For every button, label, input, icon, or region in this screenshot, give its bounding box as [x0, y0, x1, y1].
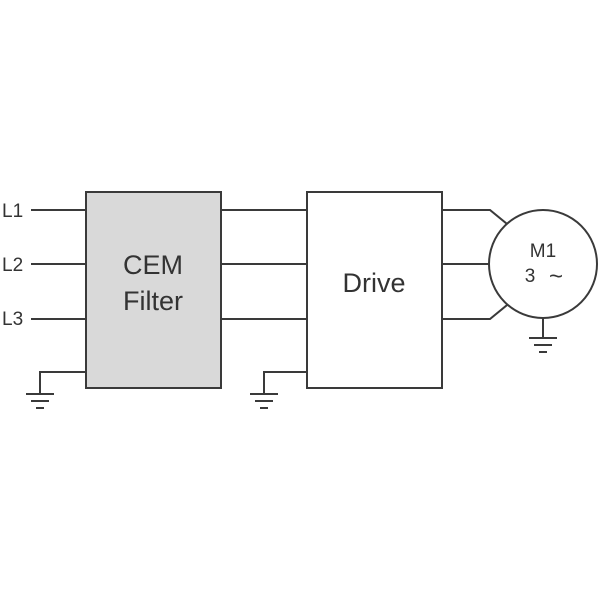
motor-m1-circle	[488, 209, 598, 319]
cem-filter-box	[85, 191, 222, 389]
line-label-l2: L2	[2, 255, 23, 276]
motor-phase: 3	[525, 266, 536, 287]
filter-ground-symbol	[26, 371, 86, 409]
drive-to-motor-wires	[441, 209, 514, 320]
input-wires	[31, 209, 87, 320]
filter-label-line2: Filter	[123, 286, 183, 316]
motor-ac-symbol: ~	[549, 263, 563, 290]
motor-name: M1	[530, 241, 556, 262]
line-label-l1: L1	[2, 201, 23, 222]
filter-label-line1: CEM	[123, 250, 183, 280]
line-label-l3: L3	[2, 309, 23, 330]
drive-label: Drive	[342, 268, 405, 298]
filter-to-drive-wires	[220, 209, 308, 320]
drive-box	[306, 191, 443, 389]
drive-ground-symbol	[250, 371, 307, 409]
motor-ground-symbol	[529, 318, 557, 353]
